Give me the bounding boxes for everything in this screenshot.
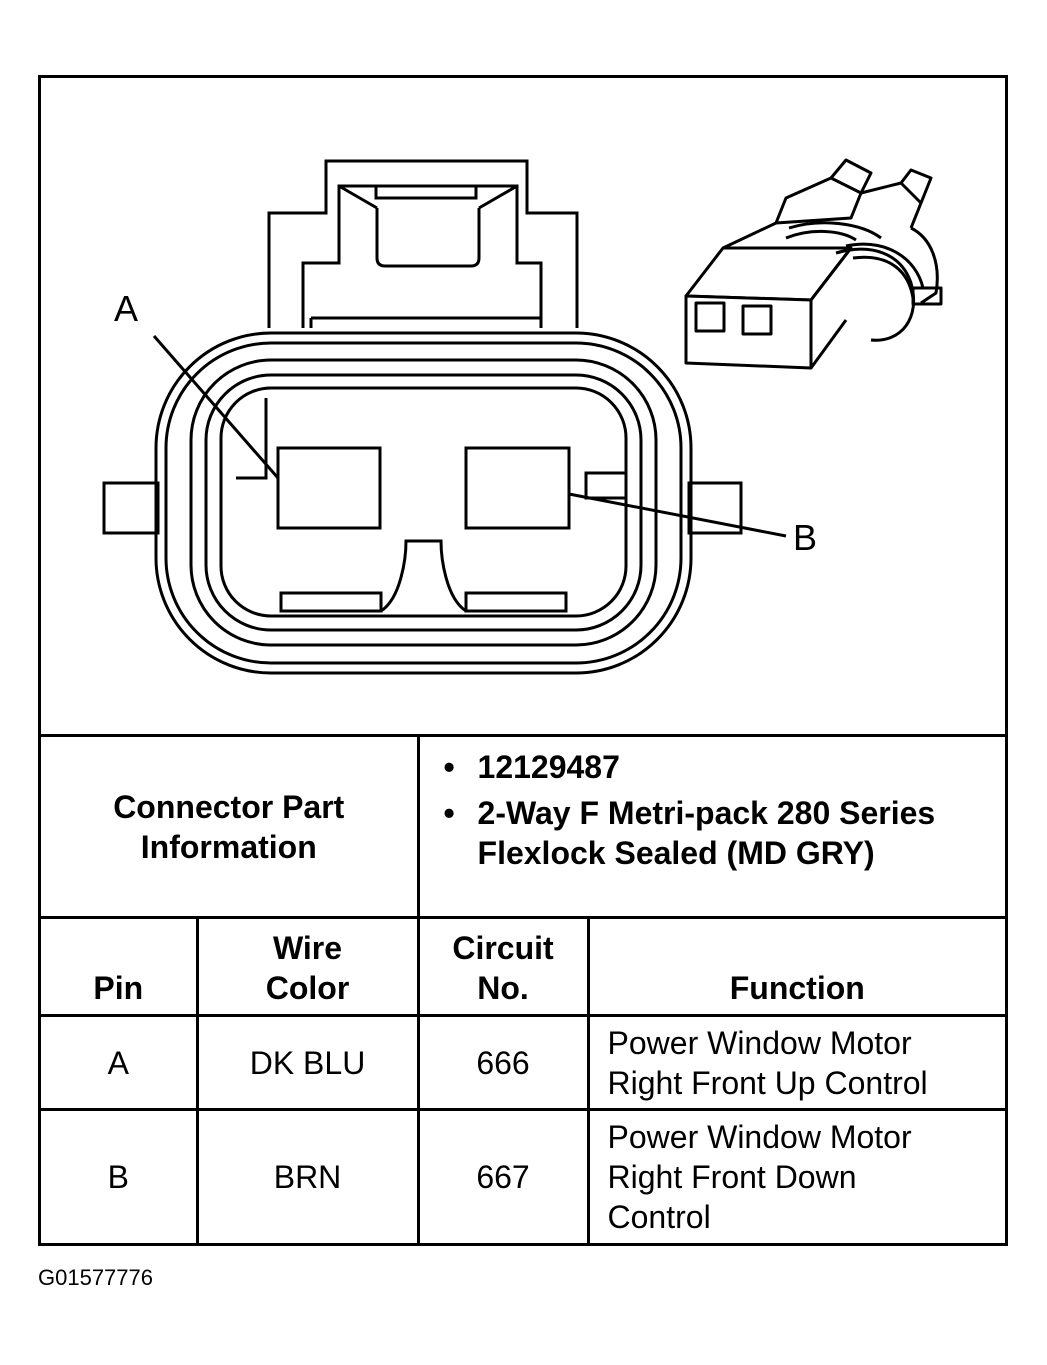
wire-color-a: DK BLU <box>195 1014 420 1111</box>
left-side-tab <box>102 481 160 535</box>
pin-row: B BRN 667 Power Window Motor Right Front… <box>41 1108 1006 1244</box>
figure-frame: A B Connec <box>38 75 1008 1246</box>
part-info-heading: Connector Part Information <box>113 788 345 865</box>
pin-row: A DK BLU 666 Power Window Motor Right Fr… <box>41 1014 1006 1111</box>
part-info-heading-cell: Connector Part Information <box>41 734 420 919</box>
part-number: 12129487 <box>444 747 1006 787</box>
leader-line-b <box>568 492 787 538</box>
pin-a: A <box>41 1014 199 1111</box>
leader-line-a <box>152 335 280 479</box>
callout-a-label: A <box>114 288 138 329</box>
callout-b-label: B <box>793 517 817 558</box>
part-info-details-cell: 12129487 2-Way F Metri-pack 280 Series F… <box>416 734 1006 919</box>
function-b: Power Window Motor Right Front Down Cont… <box>586 1108 1006 1244</box>
header-circuit-no: Circuit No. <box>416 916 590 1017</box>
connector-isometric-view <box>684 158 943 370</box>
right-side-tab <box>687 481 743 535</box>
header-pin: Pin <box>41 916 199 1017</box>
function-a: Power Window Motor Right Front Up Contro… <box>586 1014 1006 1111</box>
cavity-details <box>236 398 626 613</box>
pin-b: B <box>41 1108 199 1244</box>
connector-diagram: A B <box>102 158 943 675</box>
circuit-a: 666 <box>416 1014 590 1111</box>
header-wire-color: Wire Color <box>195 916 420 1017</box>
connector-latch <box>267 159 579 328</box>
connector-description: 2-Way F Metri-pack 280 Series Flexlock S… <box>444 793 948 873</box>
circuit-b: 667 <box>416 1108 590 1244</box>
part-info-row: Connector Part Information 12129487 2-Wa… <box>41 734 1006 919</box>
figure-id: G01577776 <box>38 1265 153 1290</box>
terminal-cavity-b <box>464 446 571 530</box>
connector-info-table: Connector Part Information 12129487 2-Wa… <box>41 734 1006 1244</box>
wire-color-b: BRN <box>195 1108 420 1244</box>
part-info-bullets: 12129487 2-Way F Metri-pack 280 Series F… <box>420 737 1006 887</box>
terminal-cavity-a <box>276 446 382 530</box>
header-function: Function <box>586 916 1006 1017</box>
connector-housing <box>154 331 693 675</box>
pin-table-header-row: Pin Wire Color Circuit No. Function <box>41 916 1006 1017</box>
